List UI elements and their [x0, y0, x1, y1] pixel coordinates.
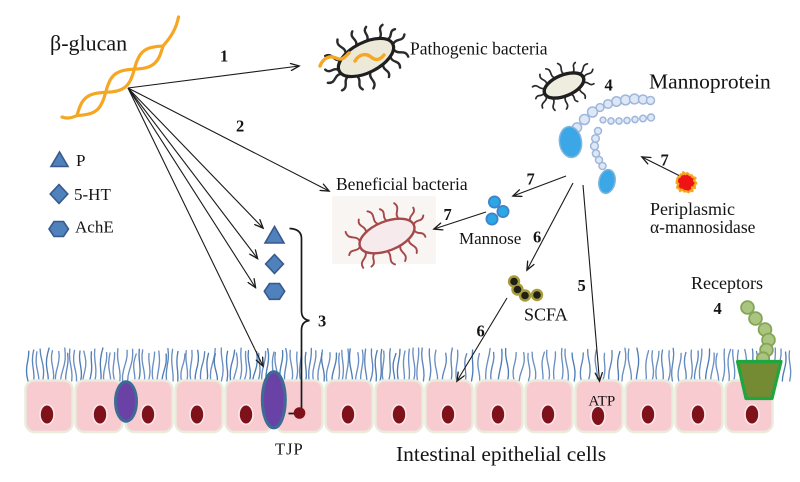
- svg-text:β-glucan: β-glucan: [50, 31, 127, 56]
- svg-text:7: 7: [661, 151, 669, 170]
- svg-text:SCFA: SCFA: [524, 305, 568, 325]
- svg-text:AchE: AchE: [75, 218, 114, 237]
- svg-text:5-HT: 5-HT: [74, 185, 111, 204]
- svg-text:Intestinal epithelial cells: Intestinal epithelial cells: [396, 442, 606, 466]
- svg-text:ATP: ATP: [589, 394, 616, 410]
- svg-text:4: 4: [714, 299, 722, 318]
- svg-text:6: 6: [477, 322, 485, 341]
- svg-text:TJP: TJP: [275, 440, 304, 459]
- svg-text:6: 6: [533, 228, 541, 247]
- svg-text:2: 2: [236, 117, 244, 136]
- svg-text:3: 3: [318, 312, 326, 331]
- svg-text:4: 4: [605, 76, 613, 95]
- svg-text:1: 1: [220, 47, 228, 66]
- svg-text:7: 7: [527, 170, 535, 189]
- svg-text:P: P: [76, 151, 85, 170]
- svg-text:5: 5: [578, 276, 586, 295]
- svg-text:Receptors: Receptors: [691, 273, 763, 293]
- svg-text:Pathogenic bacteria: Pathogenic bacteria: [410, 39, 548, 59]
- svg-text:Mannose: Mannose: [459, 229, 521, 248]
- svg-text:7: 7: [444, 205, 452, 224]
- svg-text:Periplasmic: Periplasmic: [650, 199, 735, 219]
- svg-text:Mannoprotein: Mannoprotein: [649, 70, 771, 94]
- svg-text:Beneficial bacteria: Beneficial bacteria: [336, 174, 468, 194]
- svg-text:α-mannosidase: α-mannosidase: [650, 217, 756, 237]
